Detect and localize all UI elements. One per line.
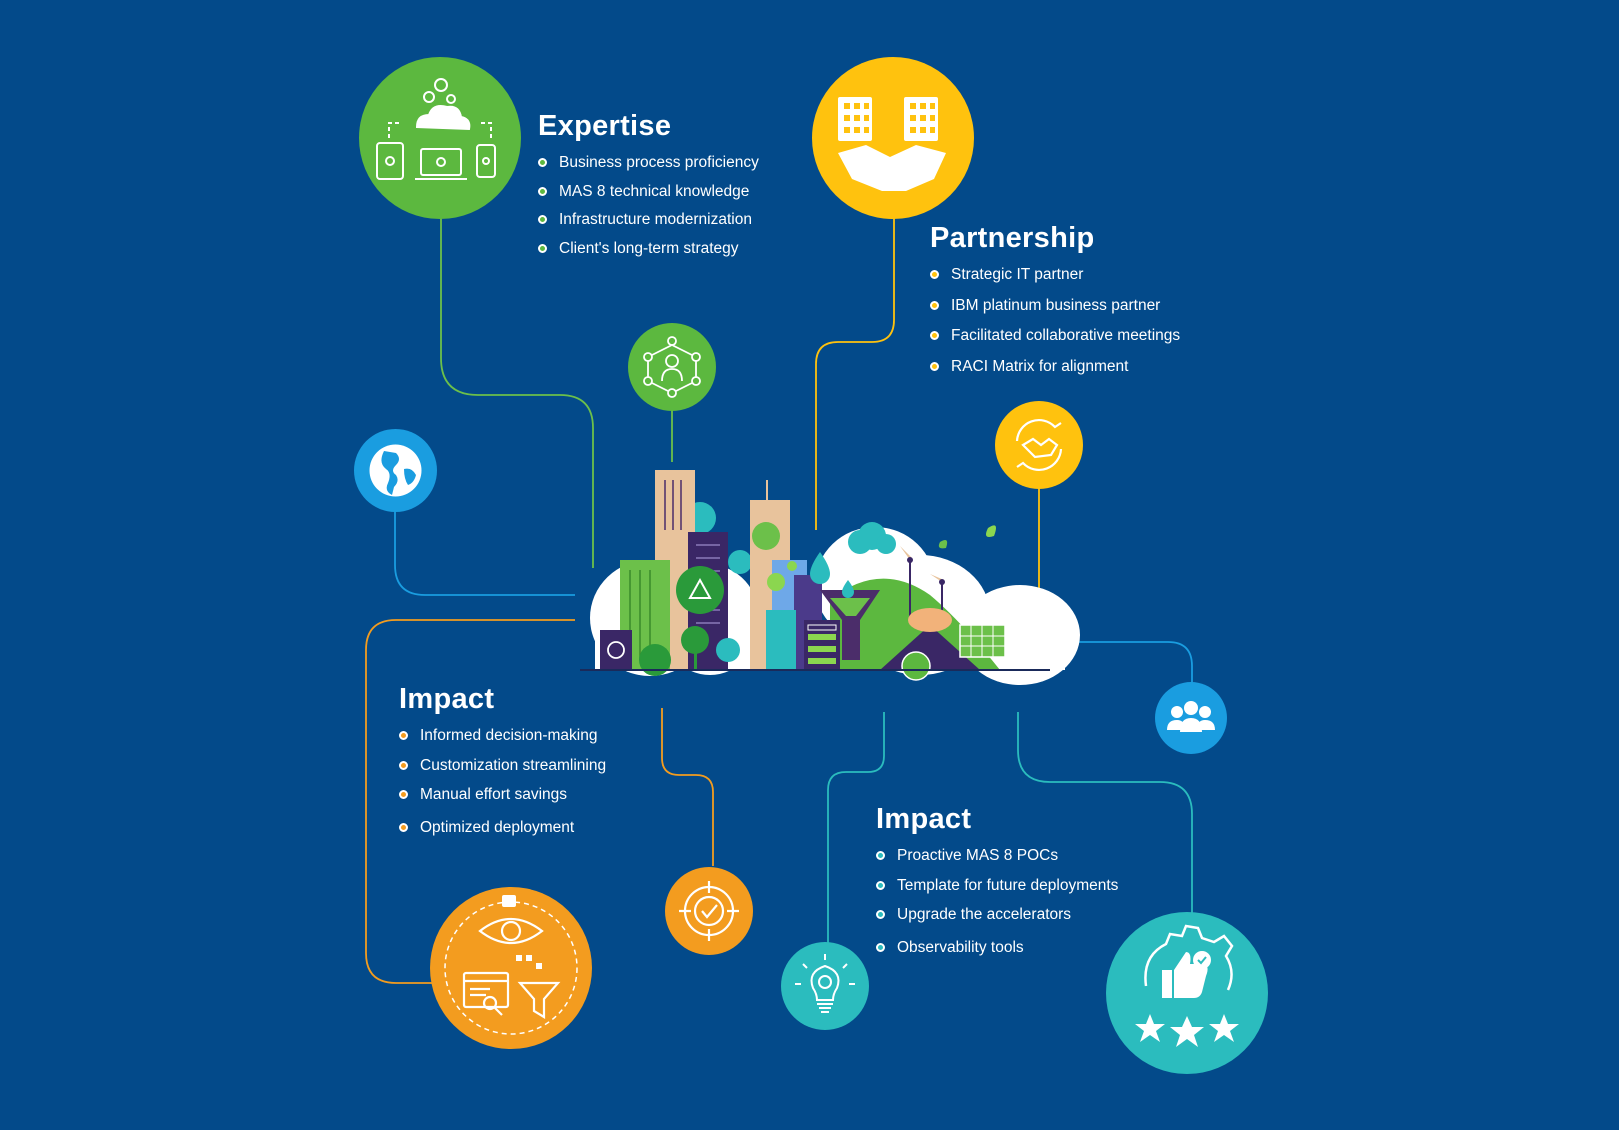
team-icon	[1155, 682, 1227, 754]
cloud-devices-icon	[359, 57, 521, 219]
eye-insight-icon	[430, 887, 592, 1049]
section-title: Partnership	[930, 222, 1095, 254]
impact-left-section: Impact Informed decision-making Customiz…	[399, 683, 606, 835]
section-title: Expertise	[538, 110, 672, 142]
bullet-icon	[399, 760, 408, 770]
network-person-icon	[628, 323, 716, 411]
bullet-icon	[399, 731, 408, 740]
bullet-icon	[538, 243, 547, 253]
list-item: Client's long-term strategy	[538, 240, 759, 257]
connector-impact-right	[1017, 712, 1193, 915]
list-item: Upgrade the accelerators	[876, 907, 1118, 923]
bullet-icon	[930, 270, 939, 279]
list-item: IBM platinum business partner	[930, 297, 1180, 314]
bullet-icon	[876, 910, 885, 919]
bullet-icon	[930, 361, 939, 371]
lightbulb-gear-icon	[781, 942, 869, 1030]
bullet-icon	[399, 790, 408, 799]
list-item: Optimized deployment	[399, 819, 606, 836]
section-title: Impact	[399, 683, 495, 715]
buildings-handshake-icon	[812, 57, 974, 219]
connector-target	[661, 708, 714, 866]
handshake-cycle-icon	[995, 401, 1083, 489]
bullet-icon	[538, 158, 547, 167]
bullet-icon	[399, 822, 408, 832]
impact-right-section: Impact Proactive MAS 8 POCs Template for…	[876, 803, 1118, 955]
bullet-icon	[876, 880, 885, 890]
expertise-section: Expertise Business process proficiency M…	[538, 110, 759, 256]
list-item: Manual effort savings	[399, 787, 606, 803]
bullet-icon	[930, 300, 939, 310]
list-item: Observability tools	[876, 939, 1118, 956]
bullet-icon	[876, 851, 885, 860]
connector-expertise	[440, 215, 594, 568]
partnership-section: Partnership Strategic IT partner IBM pla…	[930, 222, 1180, 374]
globe-icon	[354, 429, 437, 512]
list-item: Business process proficiency	[538, 155, 759, 171]
list-item: MAS 8 technical knowledge	[538, 183, 759, 200]
connector-lightbulb	[827, 712, 885, 945]
list-item: Facilitated collaborative meetings	[930, 328, 1180, 344]
list-item: Customization streamlining	[399, 757, 606, 774]
gear-thumbs-up-stars-icon	[1106, 912, 1268, 1074]
smart-city-icon	[580, 470, 1080, 700]
list-item: Strategic IT partner	[930, 267, 1180, 283]
connector-impact-left	[365, 619, 575, 984]
connector-globe	[394, 510, 575, 596]
bullet-icon	[538, 186, 547, 196]
list-item: Template for future deployments	[876, 877, 1118, 894]
list-item: Informed decision-making	[399, 728, 606, 744]
section-title: Impact	[876, 803, 972, 835]
bullet-icon	[930, 331, 939, 340]
connector-partnership	[815, 215, 895, 530]
list-item: Proactive MAS 8 POCs	[876, 848, 1118, 864]
bullet-icon	[538, 215, 547, 224]
list-item: RACI Matrix for alignment	[930, 358, 1180, 375]
bullet-icon	[876, 942, 885, 952]
list-item: Infrastructure modernization	[538, 212, 759, 228]
connector-team	[1067, 641, 1193, 684]
target-check-icon	[665, 867, 753, 955]
